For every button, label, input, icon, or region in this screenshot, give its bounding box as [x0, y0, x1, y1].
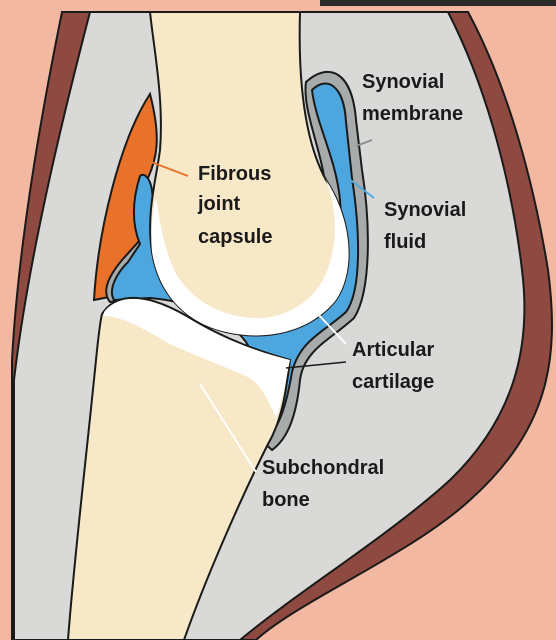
- top-edge-strip: [320, 0, 556, 6]
